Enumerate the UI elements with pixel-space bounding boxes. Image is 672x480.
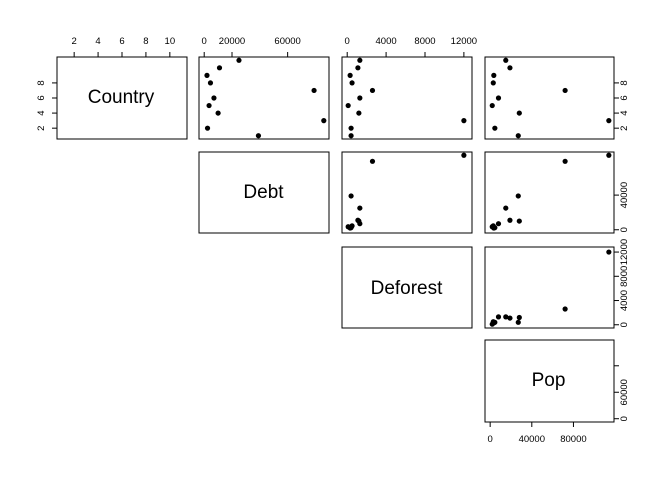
point-country-vs-deforest-11 <box>357 57 363 63</box>
point-debt-vs-pop-11 <box>503 205 509 211</box>
point-debt-vs-deforest-7 <box>369 158 376 164</box>
point-country-vs-deforest-4 <box>356 110 362 116</box>
point-country-vs-pop-8 <box>490 80 496 86</box>
point-debt-vs-deforest-3 <box>461 152 467 158</box>
point-deforest-vs-pop-3 <box>606 249 612 255</box>
y-tick-label-deforest: 12000 <box>619 239 630 265</box>
point-country-vs-deforest-3 <box>461 118 467 124</box>
y-tick-label-pop: 60000 <box>619 379 630 405</box>
point-deforest-vs-pop-1 <box>515 319 521 325</box>
point-debt-vs-deforest-10 <box>355 217 361 223</box>
point-country-vs-debt-1 <box>255 133 262 139</box>
y-tick-label-country: 2 <box>619 126 630 131</box>
point-country-vs-pop-6 <box>495 95 502 101</box>
point-country-vs-debt-5 <box>206 102 212 109</box>
point-debt-vs-pop-9 <box>491 225 497 231</box>
point-country-vs-debt-11 <box>236 57 242 63</box>
y-tick-label-pop: 0 <box>619 416 630 421</box>
point-country-vs-pop-3 <box>606 118 612 124</box>
panel-frame-deforest-deforest <box>341 246 473 329</box>
y-tick-label-debt: 0 <box>619 227 630 232</box>
point-country-vs-deforest-10 <box>355 65 361 71</box>
point-country-vs-debt-9 <box>204 72 210 78</box>
x-tick-label-debt: 20000 <box>219 36 245 47</box>
point-country-vs-deforest-5 <box>345 102 351 109</box>
point-country-vs-debt-2 <box>204 125 211 131</box>
panel-frame-debt-pop <box>484 151 615 234</box>
point-country-vs-debt-3 <box>321 118 327 124</box>
x-tick-label-country: 8 <box>143 36 148 47</box>
y-tick-label-country: 6 <box>619 95 630 100</box>
point-deforest-vs-pop-4 <box>516 314 522 321</box>
point-debt-vs-pop-10 <box>507 217 513 223</box>
point-country-vs-debt-4 <box>215 110 221 116</box>
panel-frame-debt-debt <box>198 151 330 234</box>
x-tick-label-deforest: 0 <box>345 36 350 47</box>
var-label-deforest: Deforest <box>371 278 444 299</box>
y-tick-label-country: 8 <box>619 80 630 85</box>
point-country-vs-debt-8 <box>207 80 214 86</box>
x-tick-label-country: 6 <box>119 36 124 47</box>
point-country-vs-pop-7 <box>562 87 568 94</box>
y-tick-label-country: 4 <box>619 110 630 115</box>
point-deforest-vs-pop-11 <box>503 314 509 320</box>
x-tick-label-country: 4 <box>95 36 100 47</box>
x-tick-label-deforest: 8000 <box>414 36 435 47</box>
panel-frame-debt-deforest <box>341 151 473 234</box>
point-debt-vs-deforest-9 <box>347 225 353 231</box>
point-country-vs-pop-11 <box>503 57 509 63</box>
y-tick-label-debt: 40000 <box>619 182 630 208</box>
x-tick-label-pop: 0 <box>488 434 493 445</box>
x-tick-label-pop: 80000 <box>560 434 586 445</box>
point-debt-vs-deforest-11 <box>357 205 363 211</box>
point-country-vs-pop-1 <box>515 133 521 139</box>
point-country-vs-debt-10 <box>216 65 223 71</box>
y-tick-label-country: 4 <box>36 110 47 115</box>
point-country-vs-pop-4 <box>516 110 522 116</box>
x-tick-label-country: 2 <box>72 36 77 47</box>
var-label-pop: Pop <box>532 370 566 391</box>
var-label-country: Country <box>88 87 155 108</box>
y-tick-label-deforest: 4000 <box>619 290 630 311</box>
point-debt-vs-deforest-1 <box>348 193 354 199</box>
point-country-vs-deforest-2 <box>348 125 354 131</box>
point-deforest-vs-pop-9 <box>491 320 497 326</box>
var-label-debt: Debt <box>243 182 284 203</box>
point-country-vs-deforest-1 <box>348 133 354 139</box>
point-deforest-vs-pop-6 <box>495 314 502 320</box>
x-tick-label-deforest: 4000 <box>376 36 397 47</box>
point-debt-vs-pop-7 <box>562 158 568 164</box>
y-tick-label-country: 6 <box>36 95 47 100</box>
x-tick-label-country: 10 <box>165 36 176 47</box>
point-country-vs-pop-5 <box>489 102 495 109</box>
point-debt-vs-pop-1 <box>515 193 521 199</box>
point-country-vs-debt-7 <box>311 87 317 94</box>
point-debt-vs-pop-3 <box>606 152 612 158</box>
point-country-vs-deforest-8 <box>349 80 355 86</box>
point-deforest-vs-pop-10 <box>507 315 513 321</box>
point-country-vs-pop-10 <box>507 65 513 71</box>
point-country-vs-pop-9 <box>491 72 497 78</box>
point-country-vs-debt-6 <box>211 95 217 101</box>
x-tick-label-debt: 60000 <box>274 36 300 47</box>
y-tick-label-country: 2 <box>36 126 47 131</box>
x-tick-label-deforest: 12000 <box>451 36 477 47</box>
point-country-vs-deforest-7 <box>369 87 376 94</box>
point-country-vs-deforest-9 <box>347 72 353 78</box>
y-tick-label-deforest: 0 <box>619 322 630 327</box>
y-tick-label-country: 8 <box>36 80 47 85</box>
point-country-vs-deforest-6 <box>357 95 363 101</box>
x-tick-label-pop: 40000 <box>519 434 545 445</box>
point-country-vs-pop-2 <box>492 125 498 131</box>
x-tick-label-debt: 0 <box>202 36 207 47</box>
y-tick-label-deforest: 8000 <box>619 266 630 287</box>
point-deforest-vs-pop-7 <box>562 306 568 312</box>
point-debt-vs-pop-6 <box>495 221 502 227</box>
point-debt-vs-pop-4 <box>516 218 522 224</box>
panel-frame-country-pop <box>484 56 615 140</box>
